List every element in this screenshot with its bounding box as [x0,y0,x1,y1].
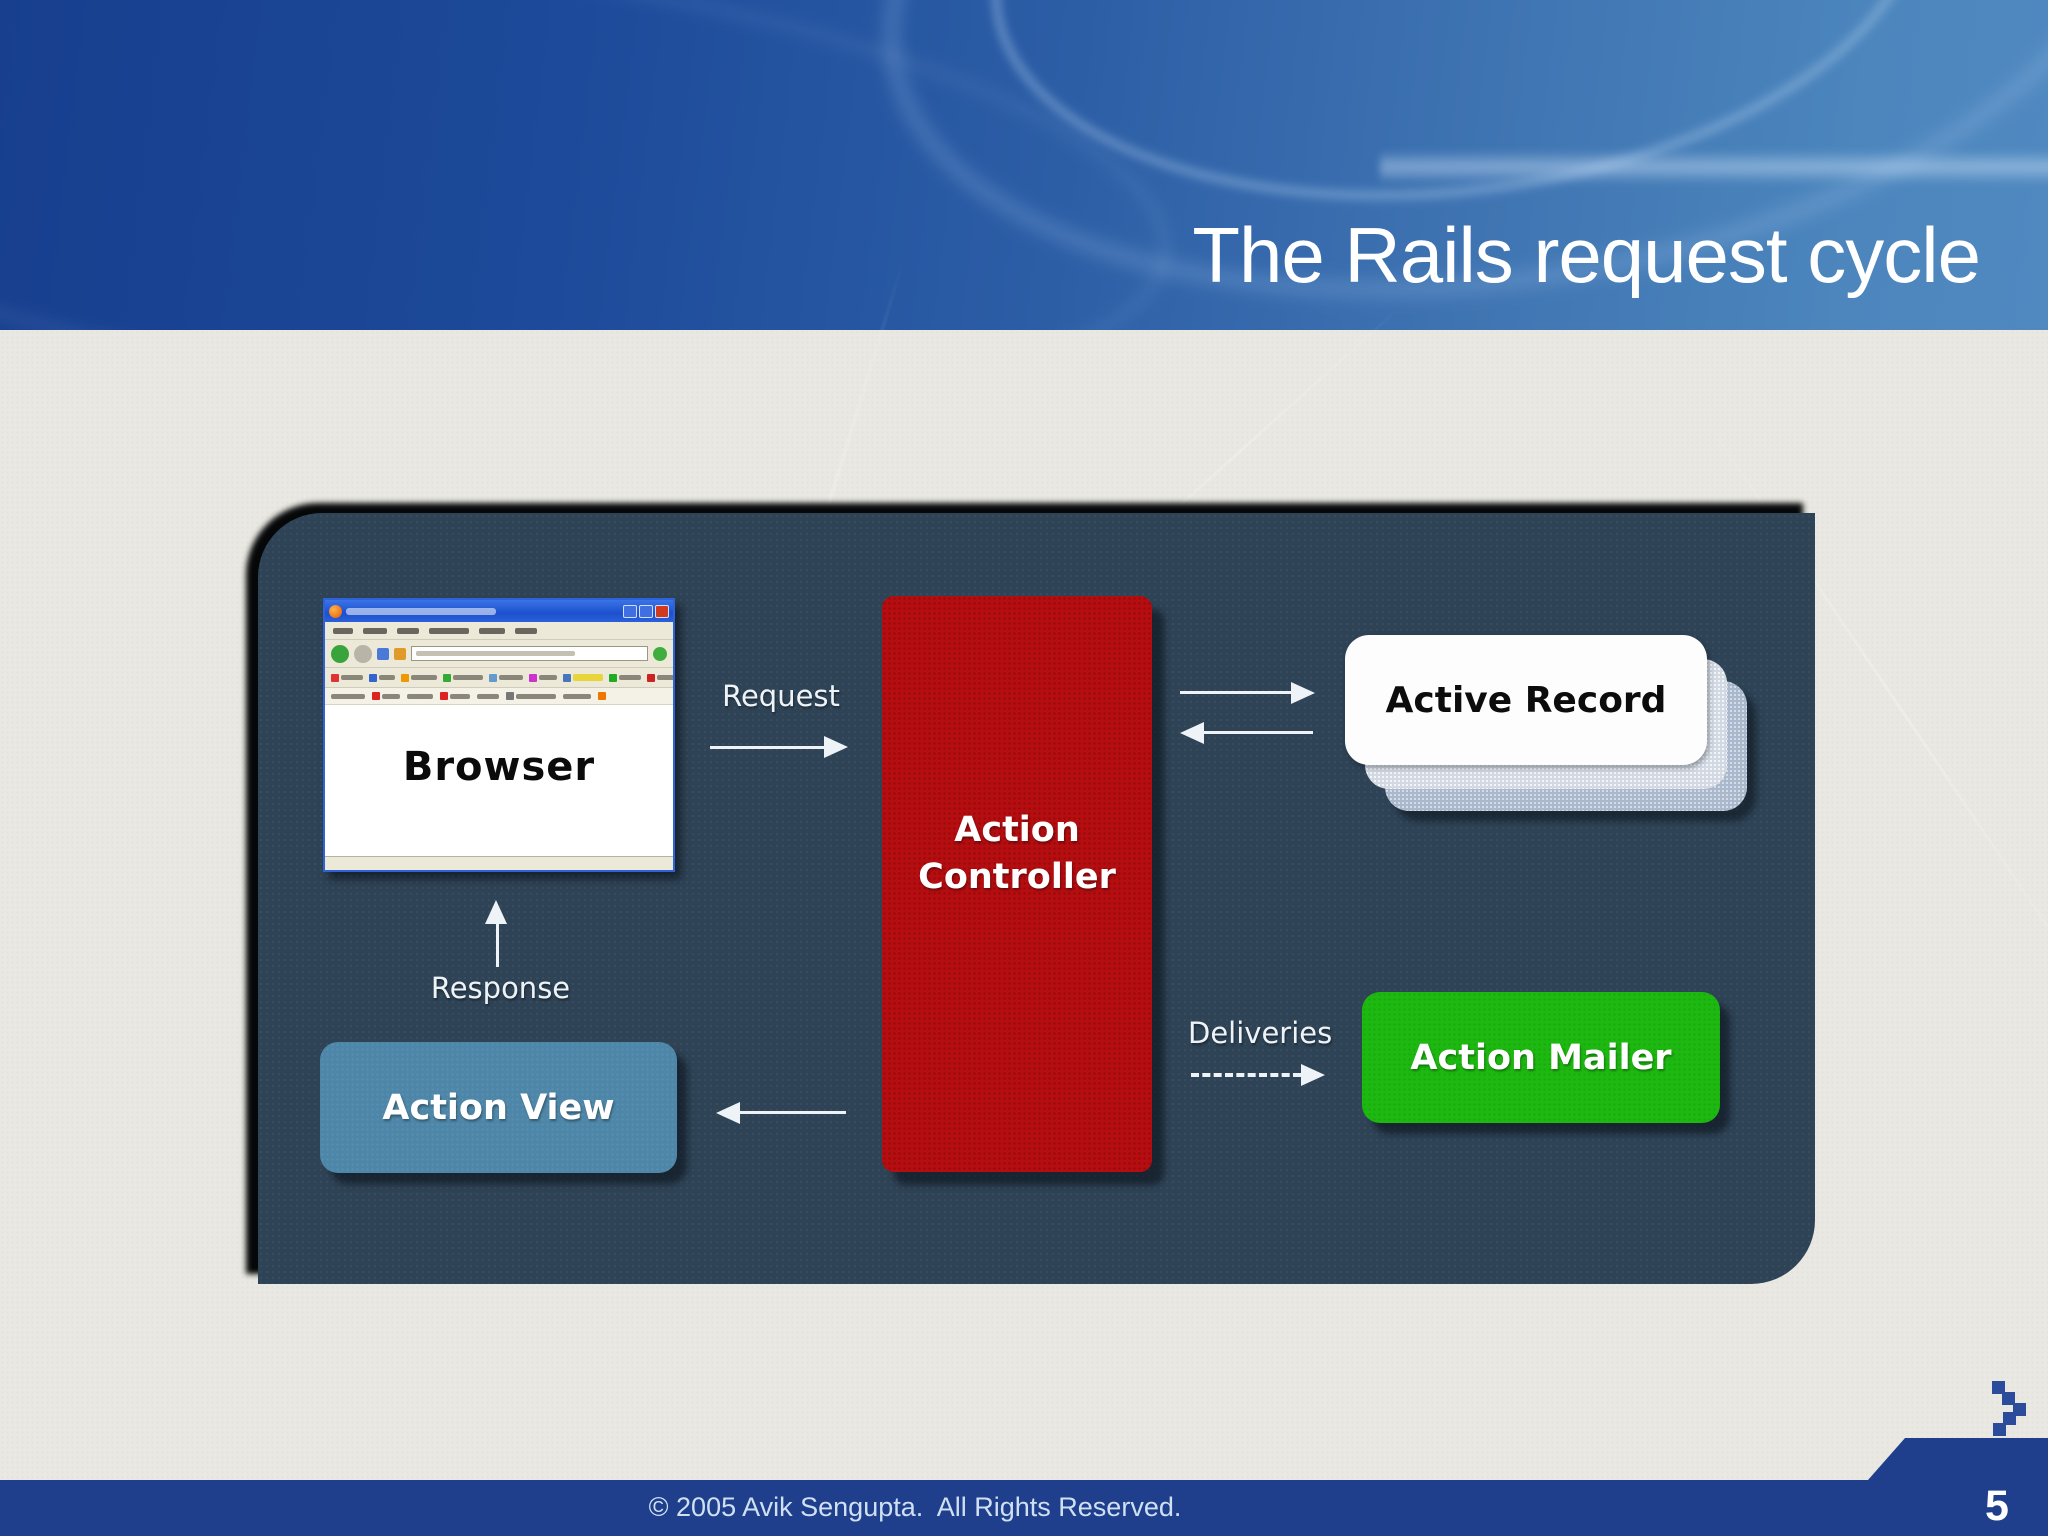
deliveries-dashed-arrow [1191,1073,1301,1077]
go-icon [653,646,667,661]
controller-to-actionview-arrowhead [716,1102,740,1124]
deliveries-arrowhead [1301,1064,1325,1086]
address-bar [411,646,648,661]
controller-to-actionview-arrow [740,1111,846,1114]
request-label: Request [722,679,840,713]
browser-titlebar [325,600,673,622]
maximize-icon [639,604,653,618]
node-action-view: Action View [320,1042,677,1173]
browser-statusbar [325,856,673,870]
request-arrow [710,746,824,749]
response-label: Response [430,971,571,1005]
browser-bookmarks-bar [325,668,673,688]
node-browser: Browser [323,598,675,872]
controller-to-activerecord-arrow [1180,691,1291,694]
reload-icon [377,647,389,660]
response-arrow [496,923,499,967]
node-active-record: Active Record [1345,635,1755,820]
browser-toolbar [325,640,673,668]
browser-title-text [346,607,496,615]
response-arrowhead [485,900,507,924]
activerecord-to-controller-arrowhead [1180,722,1204,744]
active-record-label: Active Record [1385,679,1667,721]
header-banner: The Rails request cycle [0,0,2048,330]
firefox-icon [329,604,342,618]
home-icon [394,647,406,660]
deliveries-label: Deliveries [1188,1016,1333,1050]
active-record-card-front: Active Record [1345,635,1707,765]
browser-window-buttons [623,604,669,618]
browser-node-label: Browser [402,743,596,790]
footer-bar [0,1480,2048,1536]
footer-raised-corner [1868,1438,2048,1536]
activerecord-to-controller-arrow [1204,731,1313,734]
request-arrowhead [824,736,848,758]
browser-menubar [325,622,673,640]
slide-title: The Rails request cycle [1192,211,1981,299]
chevron-decoration-icon [1990,1379,2040,1439]
action-mailer-label: Action Mailer [1410,1037,1672,1078]
close-icon [655,604,669,618]
back-icon [331,644,349,663]
browser-bookmarks-row2 [325,688,673,705]
footer-copyright: © 2005 Avik Sengupta. All Rights Reserve… [648,1492,1182,1522]
action-controller-label: Action Controller [918,809,1116,897]
diagram-panel: Browser Action Controller Active Record … [258,513,1815,1284]
browser-content: Browser [325,705,673,856]
header-light-band [1380,150,2048,184]
node-action-mailer: Action Mailer [1362,992,1720,1123]
page-number: 5 [1985,1482,2009,1530]
node-action-controller: Action Controller [882,596,1152,1172]
controller-to-activerecord-arrowhead [1291,682,1315,704]
minimize-icon [623,604,637,618]
forward-icon [354,644,372,663]
action-view-label: Action View [382,1087,615,1128]
